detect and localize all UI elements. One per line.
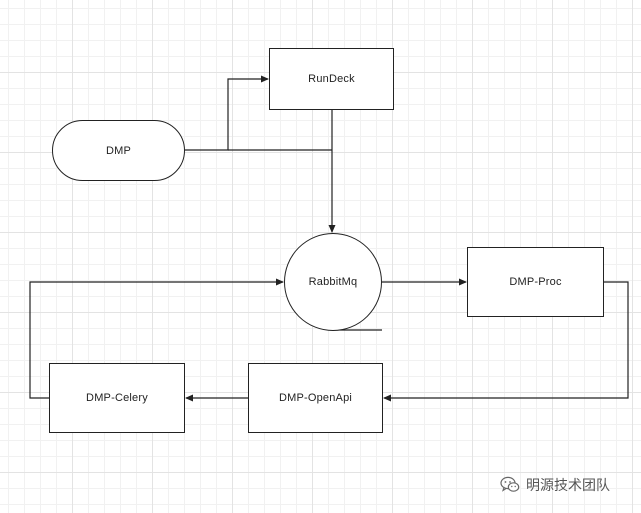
edge-dmp-to-rundeck xyxy=(185,75,269,151)
node-dmp-openapi[interactable]: DMP-OpenApi xyxy=(248,363,383,433)
node-rundeck-label: RunDeck xyxy=(308,73,355,85)
node-dmp-label: DMP xyxy=(105,144,132,157)
edge-celery-to-rabbitmq xyxy=(29,278,284,399)
watermark-text: 明源技术团队 xyxy=(526,478,610,494)
node-rabbitmq-label: RabbitMq xyxy=(308,276,358,288)
node-dmp-celery[interactable]: DMP-Celery xyxy=(49,363,185,433)
node-dmp-celery-label: DMP-Celery xyxy=(86,392,148,404)
node-dmp-openapi-label: DMP-OpenApi xyxy=(278,392,353,404)
node-dmp-proc-label: DMP-Proc xyxy=(509,276,562,288)
node-dmp-proc[interactable]: DMP-Proc xyxy=(467,247,604,317)
edge-proc-to-openapi xyxy=(383,281,629,402)
node-rundeck[interactable]: RunDeck xyxy=(269,48,394,110)
node-dmp[interactable]: DMP xyxy=(52,120,185,181)
wechat-icon xyxy=(500,476,520,492)
watermark: 明源技术团队 xyxy=(500,475,610,495)
node-rabbitmq[interactable]: RabbitMq xyxy=(284,233,382,331)
